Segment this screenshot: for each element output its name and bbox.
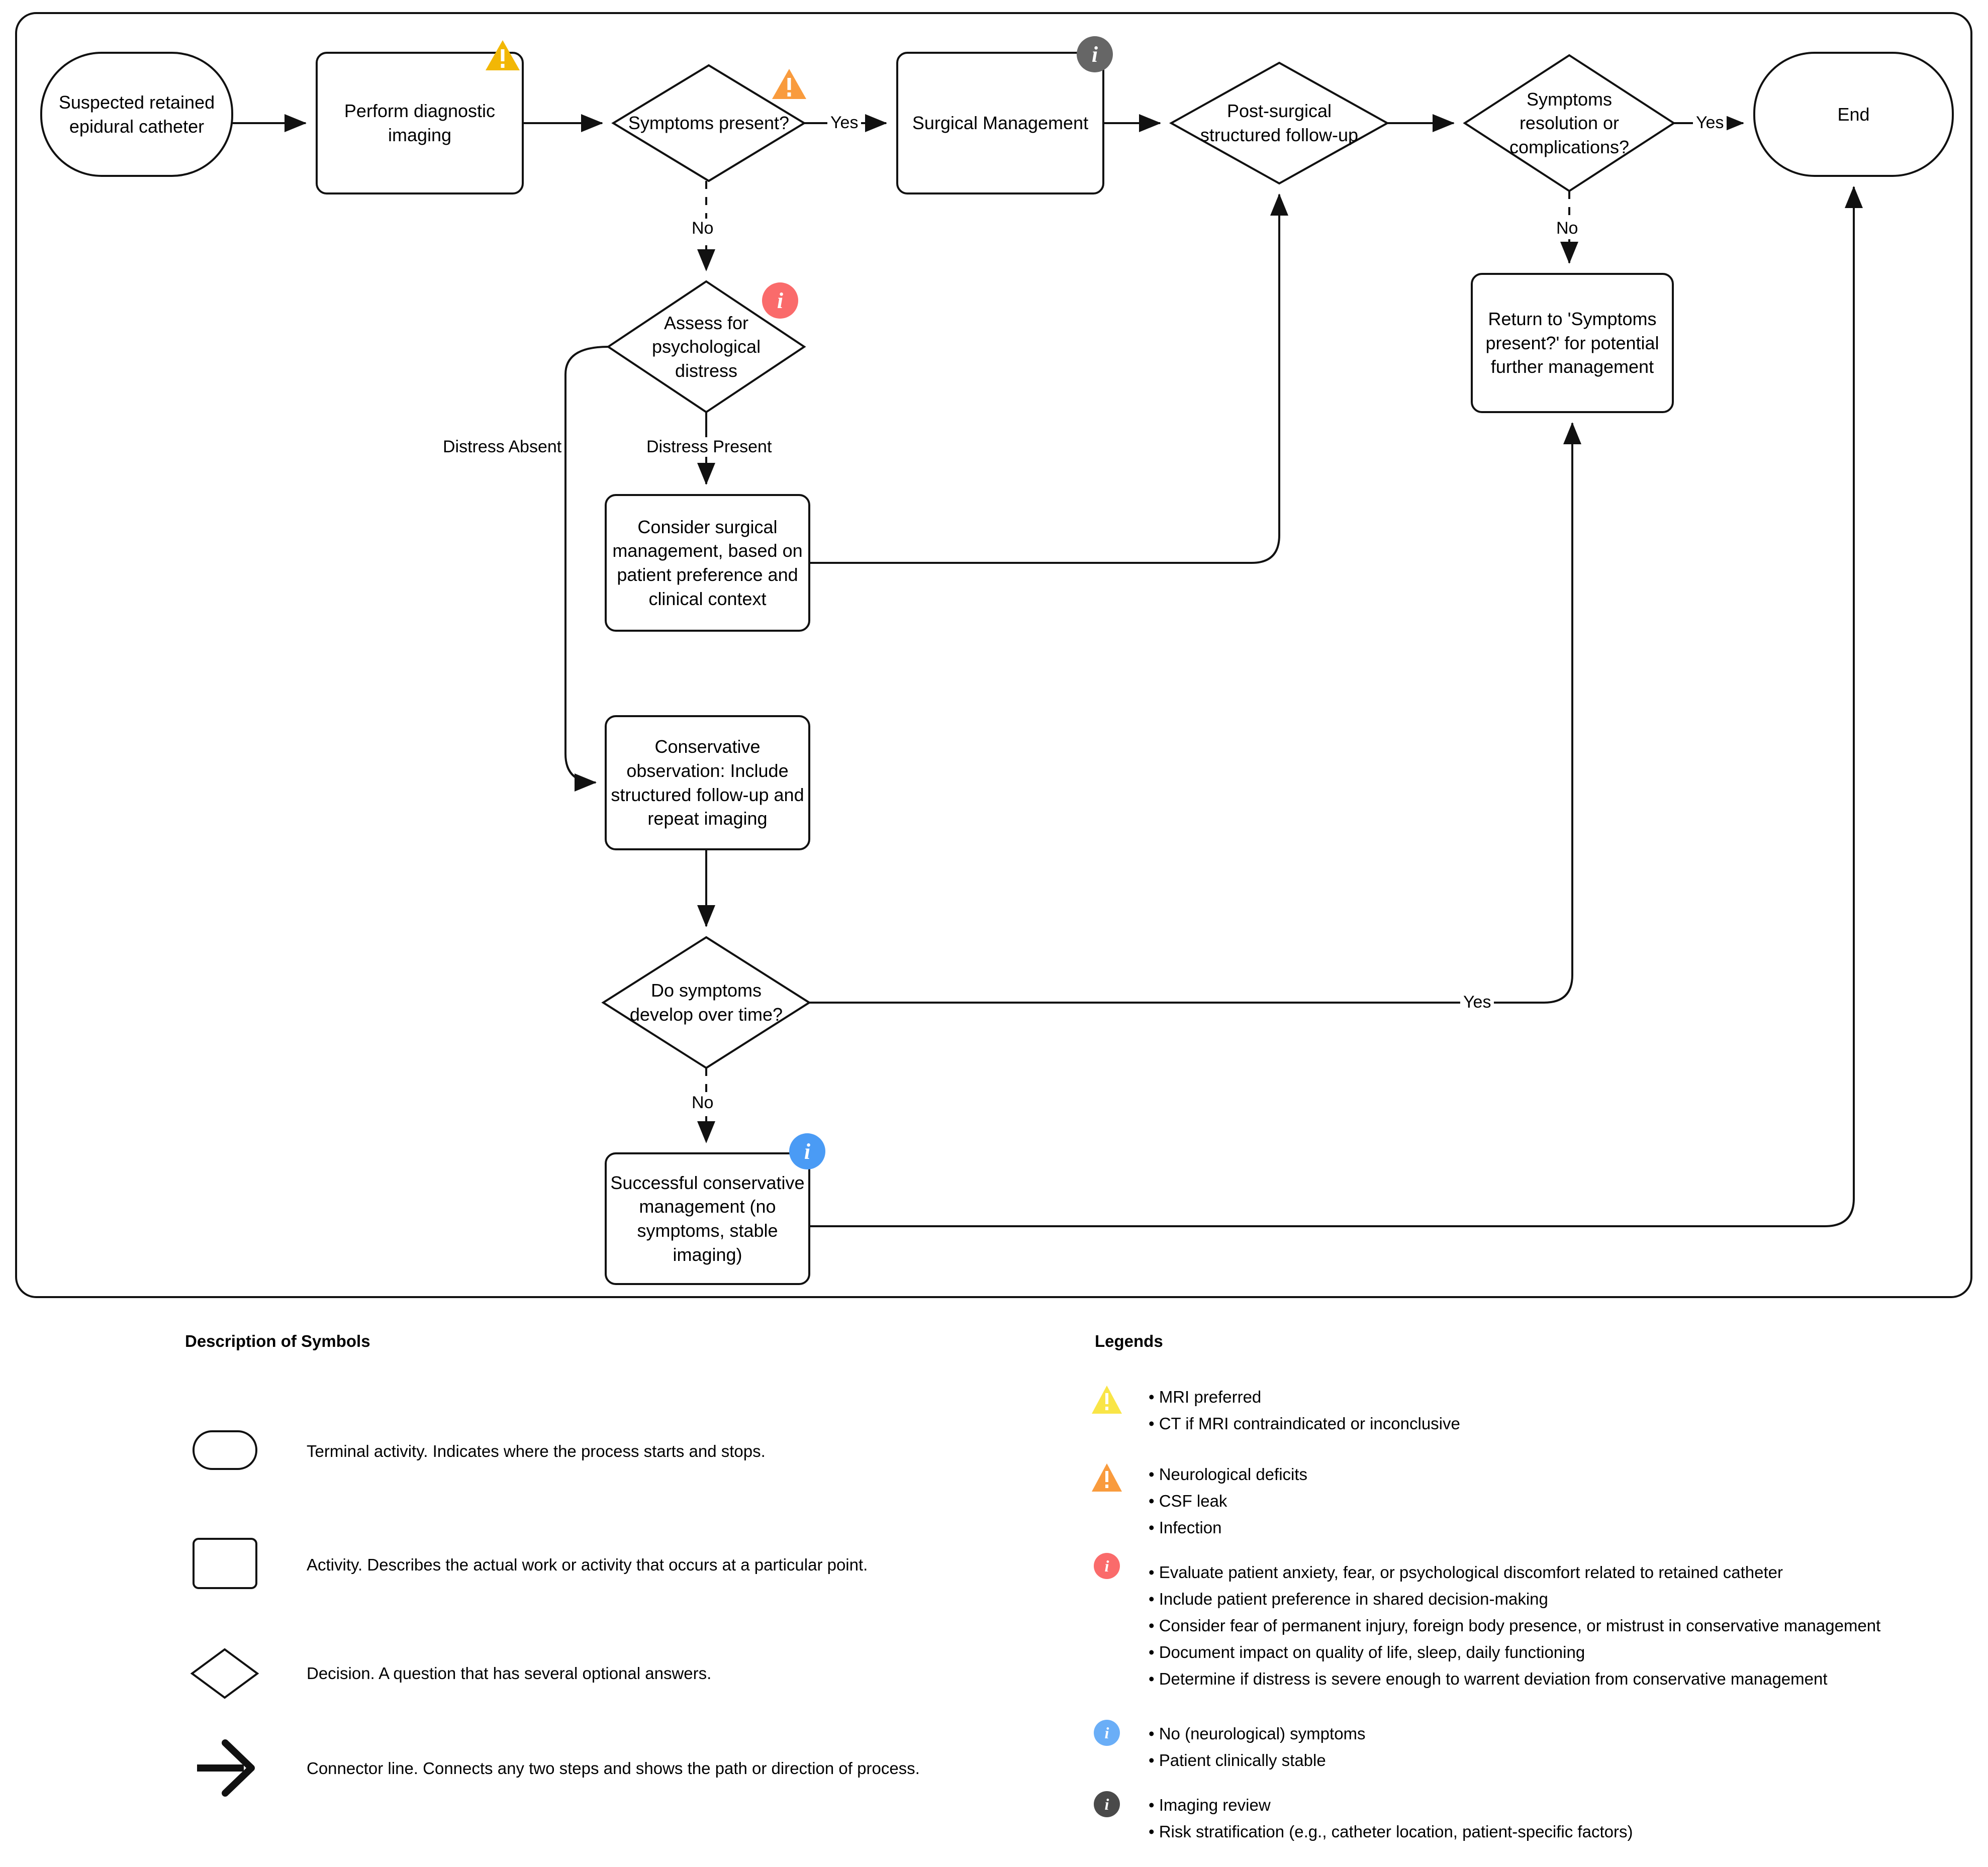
edge-assess-conserv	[564, 346, 609, 792]
node-shape-postop	[1169, 61, 1390, 185]
node-shape-devsympt	[601, 936, 811, 1069]
legend-item-patient-preference: • Include patient preference in shared d…	[1149, 1590, 1548, 1608]
legend-item-neurological-deficits: • Neurological deficits	[1149, 1465, 1308, 1484]
legend-item-risk-stratification: • Risk stratification (e.g., catheter lo…	[1149, 1822, 1633, 1841]
symbol-description-decision: Decision. A question that has several op…	[307, 1664, 712, 1683]
symbol-description-terminal: Terminal activity. Indicates where the p…	[307, 1442, 766, 1460]
node-shape-resolution	[1463, 54, 1676, 192]
edge-label-devsympt-yes: Yes	[1460, 993, 1494, 1012]
legend-item-imaging-review: • Imaging review	[1149, 1796, 1271, 1814]
legend-item-determine-distress: • Determine if distress is severe enough…	[1149, 1669, 1828, 1688]
symbol-shape-activity	[193, 1538, 257, 1589]
edge-consider-postop	[809, 193, 1288, 564]
legend-icon-info-blue: i	[1094, 1720, 1120, 1746]
symbol-shape-decision	[190, 1648, 259, 1699]
node-shape-surgical	[896, 52, 1104, 194]
symbol-shape-arrow	[197, 1739, 255, 1797]
symbol-description-connector: Connector line. Connects any two steps a…	[307, 1759, 920, 1778]
edge-label-resolution-yes: Yes	[1693, 113, 1727, 133]
legend-item-mri-preferred: • MRI preferred	[1149, 1388, 1262, 1406]
legends-panel-title: Legends	[1095, 1332, 1163, 1350]
diagram-frame	[15, 12, 1972, 1298]
legend-icon-info-gray: i	[1094, 1791, 1120, 1817]
badge-surgical-info-circle-icon[interactable]: i	[1077, 36, 1113, 72]
node-shape-end	[1753, 52, 1954, 177]
node-shape-symptoms	[611, 64, 806, 182]
node-shape-imaging	[316, 52, 524, 194]
node-shape-returnbox	[1471, 273, 1674, 413]
symbol-shape-terminal	[193, 1430, 257, 1470]
node-shape-start	[40, 52, 233, 177]
edge-success-end	[809, 186, 1863, 1227]
node-shape-success	[605, 1152, 810, 1285]
legend-item-csf-leak: • CSF leak	[1149, 1492, 1227, 1510]
edge-label-resolution-no: No	[1553, 219, 1581, 238]
legend-item-no-neuro-symptoms: • No (neurological) symptoms	[1149, 1724, 1366, 1743]
legend-item-fear-permanent-injury: • Consider fear of permanent injury, for…	[1149, 1616, 1881, 1635]
symbol-description-activity: Activity. Describes the actual work or a…	[307, 1555, 868, 1574]
edge-devsympt-returnbox	[809, 422, 1581, 1004]
node-shape-consider	[605, 494, 810, 632]
legend-item-infection: • Infection	[1149, 1518, 1222, 1537]
legend-icon-info-red: i	[1094, 1553, 1120, 1579]
badge-success-info-circle-icon[interactable]: i	[789, 1133, 825, 1169]
legend-item-ct-if-mri: • CT if MRI contraindicated or inconclus…	[1149, 1414, 1460, 1433]
symbols-panel-title: Description of Symbols	[185, 1332, 370, 1350]
legend-item-document-impact: • Document impact on quality of life, sl…	[1149, 1643, 1585, 1661]
legend-icon-warning-orange	[1092, 1463, 1122, 1492]
edge-label-distress-present: Distress Present	[643, 437, 775, 457]
badge-assess-info-circle-icon[interactable]: i	[762, 282, 798, 319]
edge-label-symptoms-no: No	[689, 219, 717, 238]
edge-label-distress-absent: Distress Absent	[440, 437, 565, 457]
legend-item-evaluate-anxiety: • Evaluate patient anxiety, fear, or psy…	[1149, 1563, 1783, 1582]
legend-icon-warning-yellow	[1092, 1386, 1122, 1414]
edge-label-symptoms-yes: Yes	[827, 113, 862, 133]
edge-label-devsympt-no: No	[689, 1093, 717, 1113]
legend-item-clinically-stable: • Patient clinically stable	[1149, 1751, 1326, 1770]
node-shape-conserv	[605, 715, 810, 850]
